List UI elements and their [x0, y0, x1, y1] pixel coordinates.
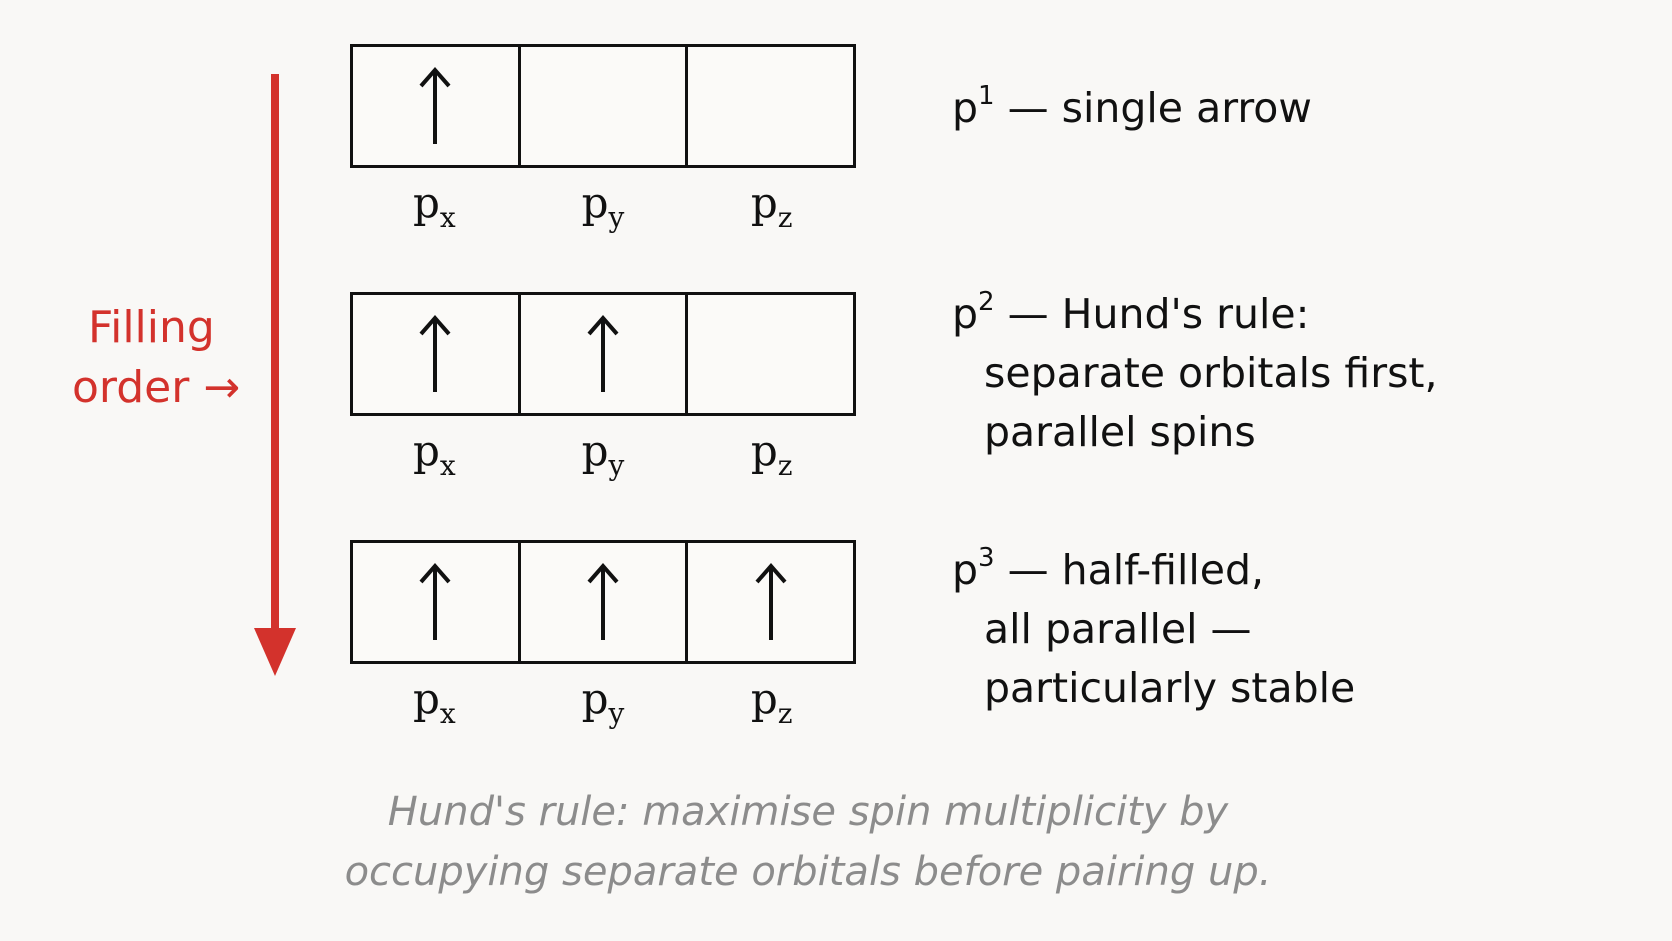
orbital-row-p2: px py pz [350, 292, 856, 482]
spin-up-arrow-icon [755, 562, 787, 640]
orbital-row-p3: px py pz [350, 540, 856, 730]
caption-line2: occupying separate orbitals before pairi… [344, 849, 1272, 895]
description-line: particularly stable [984, 664, 1356, 712]
orbital-boxes [350, 44, 856, 168]
orbital-box-pz [685, 543, 853, 661]
orbital-label-pz: pz [750, 178, 793, 234]
config-base: p [952, 290, 979, 338]
filling-order-label: Filling order → [72, 298, 240, 418]
description-line: separate orbitals first, [984, 349, 1438, 397]
filling-order-line1: Filling [88, 302, 215, 353]
orbital-label-py: py [581, 178, 625, 234]
config-base: p [952, 84, 979, 132]
orbital-box-py [517, 47, 686, 165]
caption: Hund's rule: maximise spin multiplicity … [0, 782, 1616, 902]
orbital-box-pz [685, 295, 853, 413]
description-line: — half-filled, [1007, 546, 1265, 594]
filling-order-arrow-icon [254, 74, 296, 676]
config-superscript: 3 [978, 543, 995, 573]
description-line: — Hund's rule: [1007, 290, 1310, 338]
spin-up-arrow-icon [419, 66, 451, 144]
orbital-labels: px py pz [350, 426, 856, 482]
description-p1: p1 — single arrow [952, 79, 1312, 138]
filling-order-line2: order → [72, 362, 241, 413]
orbital-box-py [517, 295, 686, 413]
orbital-row-p1: px py pz [350, 44, 856, 234]
orbital-boxes [350, 292, 856, 416]
spin-up-arrow-icon [587, 314, 619, 392]
orbital-boxes [350, 540, 856, 664]
orbital-labels: px py pz [350, 674, 856, 730]
spin-up-arrow-icon [587, 562, 619, 640]
orbital-label-py: py [581, 674, 625, 730]
caption-line1: Hund's rule: maximise spin multiplicity … [387, 789, 1229, 835]
spin-up-arrow-icon [419, 314, 451, 392]
orbital-label-pz: pz [750, 674, 793, 730]
orbital-box-px [353, 543, 518, 661]
config-base: p [952, 546, 979, 594]
orbital-label-pz: pz [750, 426, 793, 482]
orbital-label-px: px [412, 178, 456, 234]
orbital-box-py [517, 543, 686, 661]
config-superscript: 2 [978, 287, 995, 317]
orbital-label-py: py [581, 426, 625, 482]
description-line: — single arrow [1007, 84, 1312, 132]
description-p3: p3 — half-filled, all parallel — particu… [952, 541, 1355, 718]
config-superscript: 1 [978, 81, 995, 111]
description-p2: p2 — Hund's rule: separate orbitals firs… [952, 285, 1438, 462]
orbital-box-px [353, 47, 518, 165]
orbital-label-px: px [412, 674, 456, 730]
description-line: parallel spins [984, 408, 1256, 456]
orbital-label-px: px [412, 426, 456, 482]
orbital-labels: px py pz [350, 178, 856, 234]
description-line: all parallel — [984, 605, 1252, 653]
orbital-box-px [353, 295, 518, 413]
orbital-box-pz [685, 47, 853, 165]
spin-up-arrow-icon [419, 562, 451, 640]
